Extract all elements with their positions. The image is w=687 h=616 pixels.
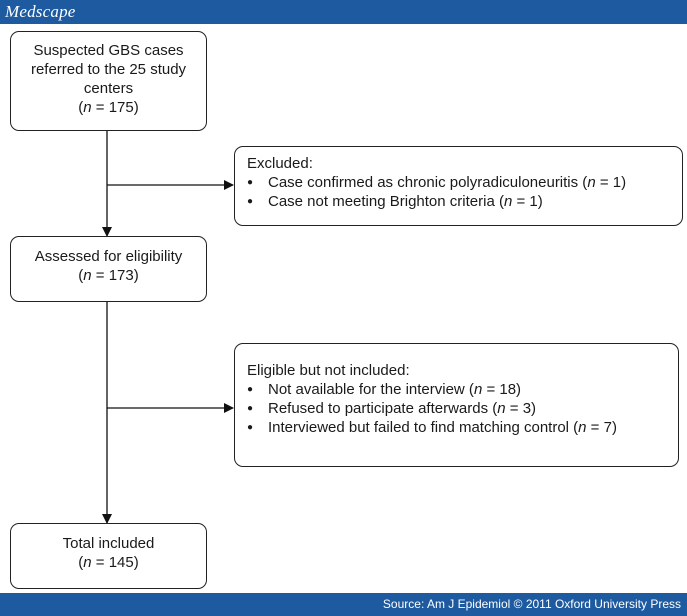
footer-bar: Source: Am J Epidemiol © 2011 Oxford Uni… [0, 593, 687, 616]
box-line: Suspected GBS cases [33, 42, 184, 59]
box-line: centers [83, 80, 134, 97]
box-line: Assessed for eligibility [34, 248, 183, 265]
box-excluded: Excluded: Case confirmed as chronic poly… [234, 146, 683, 226]
excluded-title: Excluded: [247, 155, 313, 172]
box-suspected-cases: Suspected GBS cases referred to the 25 s… [10, 31, 207, 131]
box-count: (n = 175) [78, 99, 139, 116]
box-total-included: Total included (n = 145) [10, 523, 207, 589]
list-item: Case confirmed as chronic polyradiculone… [235, 173, 682, 192]
medscape-logo: Medscape [5, 2, 76, 21]
box-assessed: Assessed for eligibility (n = 173) [10, 236, 207, 302]
list-item: Not available for the interview (n = 18) [235, 380, 678, 399]
source-credit: Source: Am J Epidemiol © 2011 Oxford Uni… [382, 597, 681, 611]
list-item: Interviewed but failed to find matching … [235, 418, 678, 437]
box-line: Total included [62, 535, 155, 552]
box-count: (n = 145) [78, 554, 139, 571]
not-included-list: Not available for the interview (n = 18)… [235, 380, 678, 437]
box-count: (n = 173) [78, 267, 139, 284]
box-line: referred to the 25 study [30, 61, 187, 78]
not-included-title: Eligible but not included: [247, 362, 410, 379]
list-item: Case not meeting Brighton criteria (n = … [235, 192, 682, 211]
box-not-included: Eligible but not included: Not available… [234, 343, 679, 467]
list-item: Refused to participate afterwards (n = 3… [235, 399, 678, 418]
excluded-list: Case confirmed as chronic polyradiculone… [235, 173, 682, 211]
header-bar: Medscape [0, 0, 687, 24]
